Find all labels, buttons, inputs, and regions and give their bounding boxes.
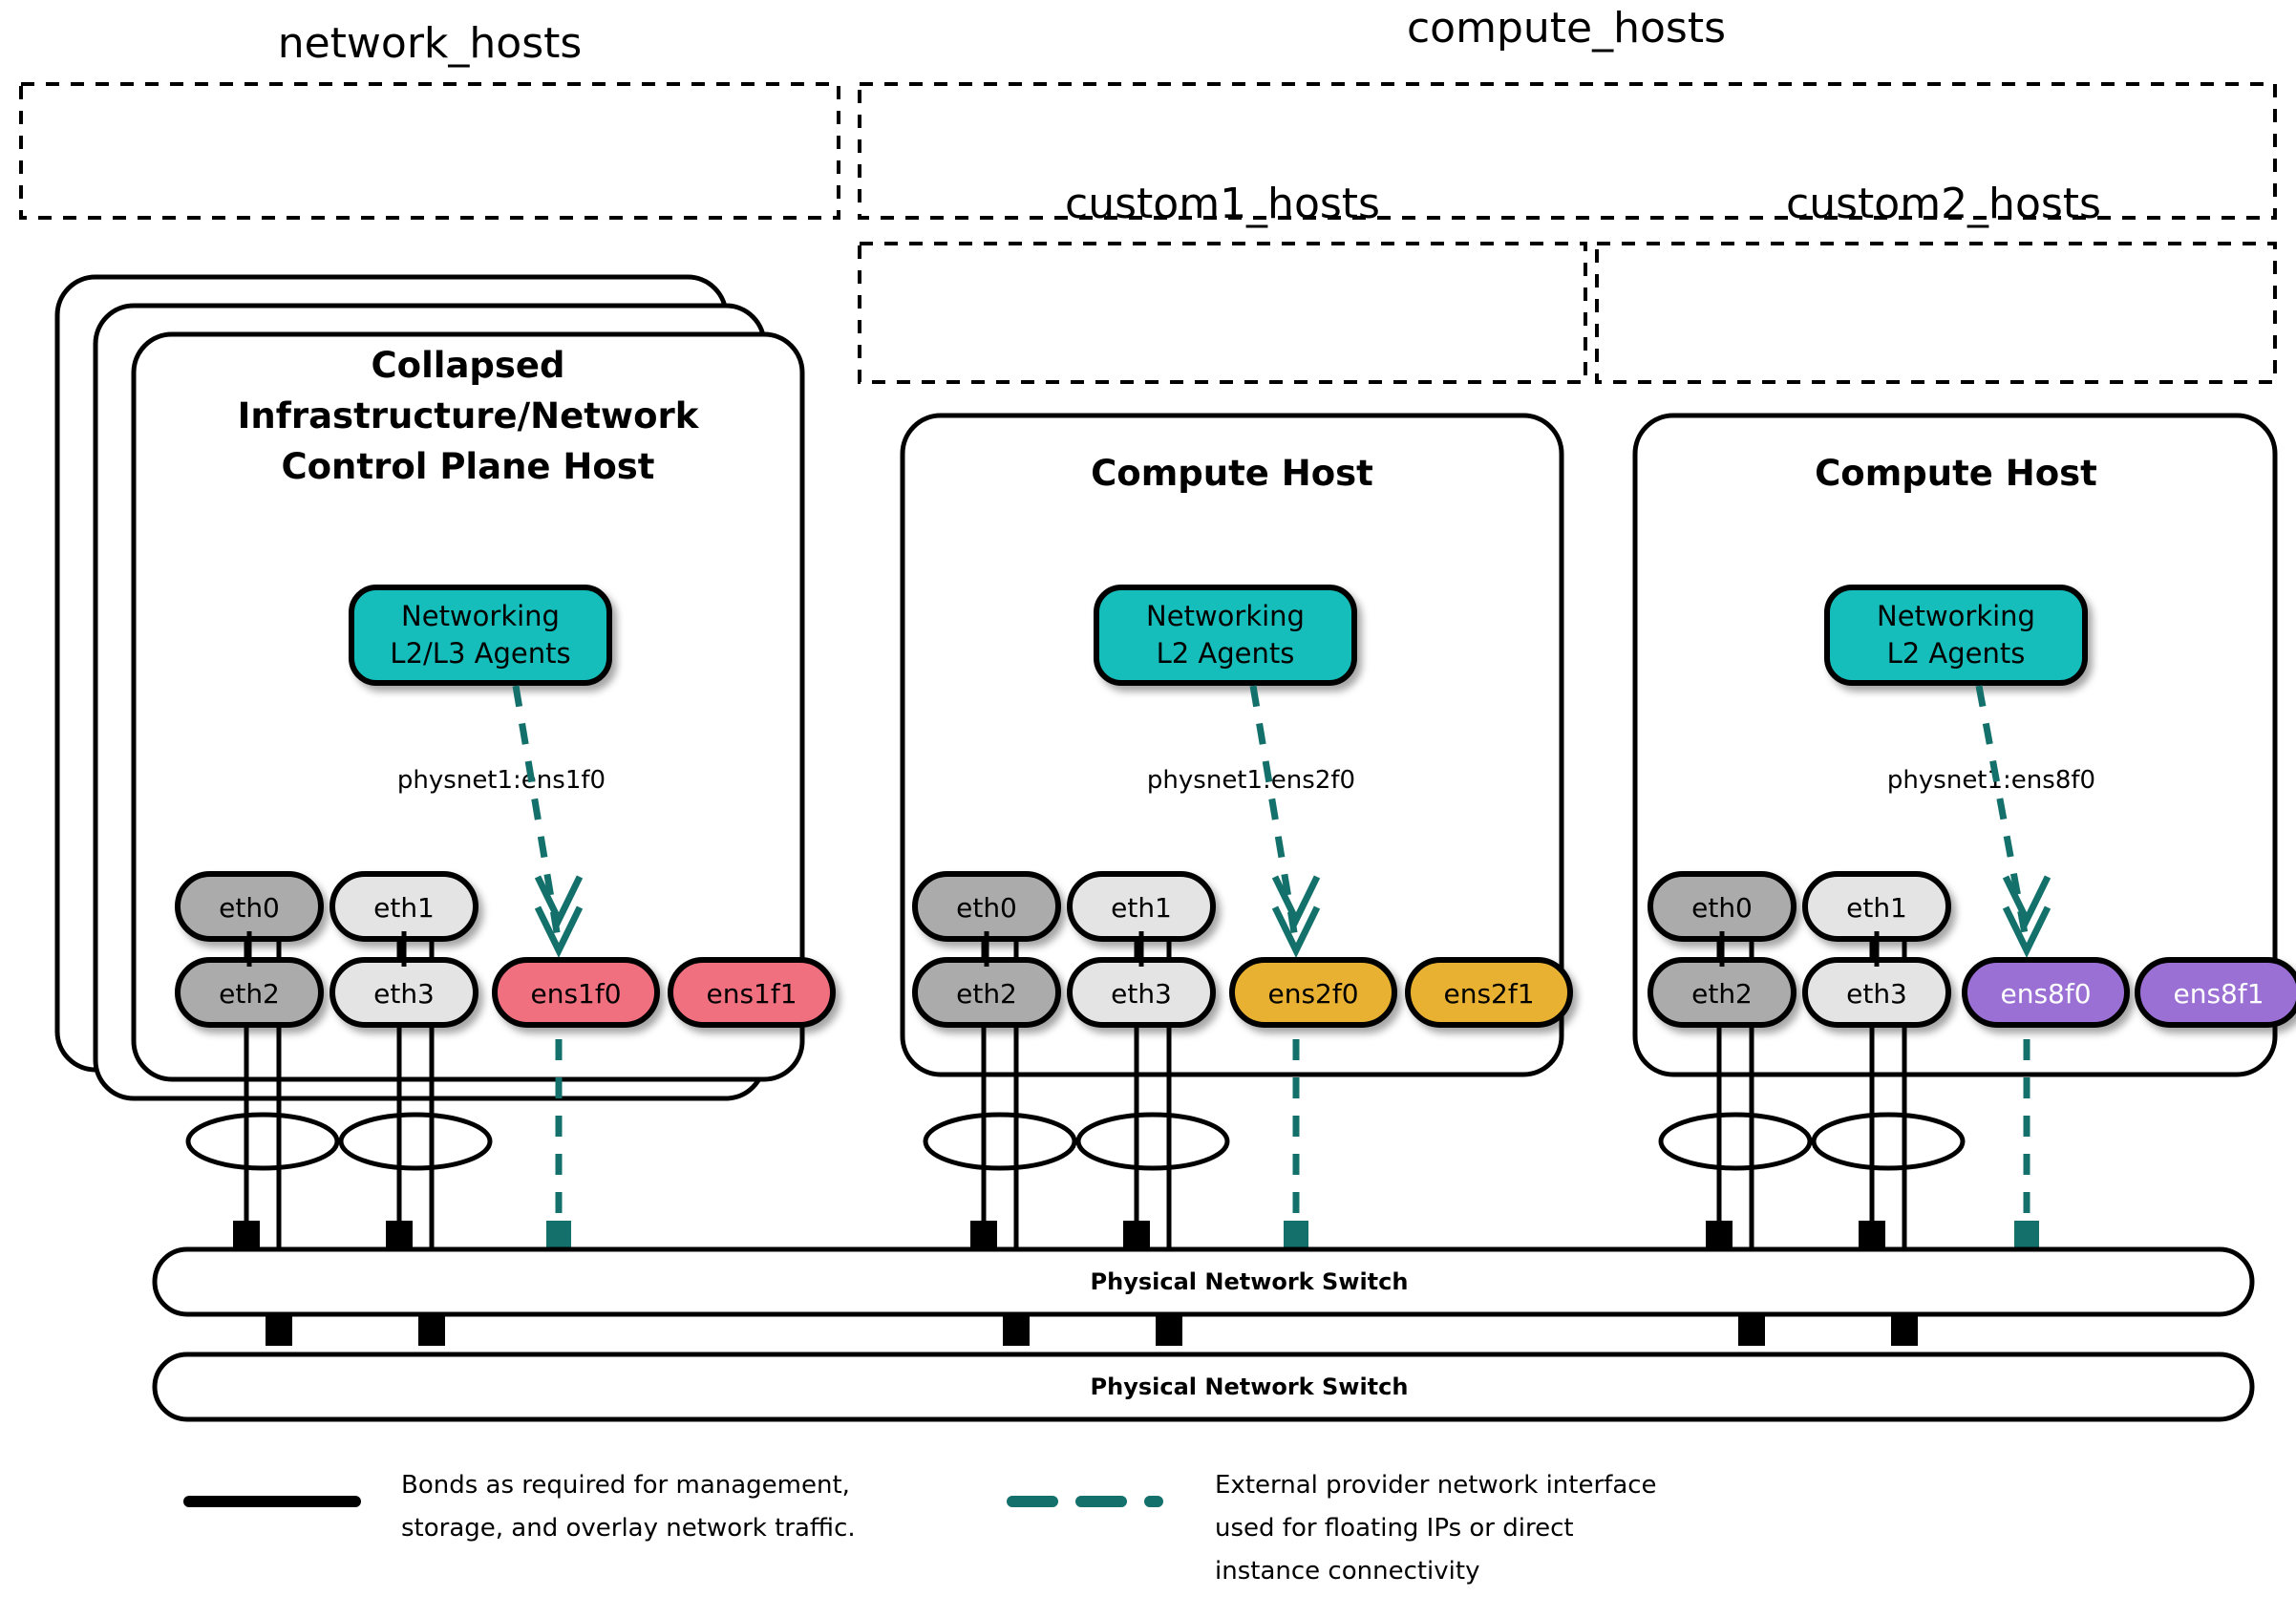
physical-network-switch-1[interactable]: Physical Network Switch xyxy=(152,1246,2255,1317)
agent-pill-compute-host-1[interactable] xyxy=(1094,585,1357,686)
nic-pill-h3-ens8f1[interactable] xyxy=(2135,957,2296,1028)
physnet-label-compute-host-1: physnet1:ens2f0 xyxy=(1147,766,1355,795)
agent-label-line-1: Networking xyxy=(401,600,560,632)
nic-label-h3-eth2: eth2 xyxy=(1691,978,1753,1010)
provider-arrowhead-1a xyxy=(534,905,584,958)
switch-label-2: Physical Network Switch xyxy=(1091,1373,1409,1400)
nic-label-h1-eth0: eth0 xyxy=(219,892,280,924)
group-box-custom2-hosts: custom2_hosts xyxy=(1595,180,2277,384)
group-box-compute-hosts: compute_hosts xyxy=(858,4,2277,220)
legend-bonds-line-1: Bonds as required for management, xyxy=(401,1471,850,1500)
agent-label-h3-line-2: L2 Agents xyxy=(1887,637,2026,670)
host-title-compute-host-2: Compute Host xyxy=(1815,453,2097,494)
group-label-network-hosts: network_hosts xyxy=(278,19,583,68)
switch-terminator-2b xyxy=(418,1313,445,1346)
agent-pill-compute-host-2[interactable] xyxy=(1824,585,2088,686)
nic-label-h2-eth3: eth3 xyxy=(1111,978,1172,1010)
bond-ellipse-3 xyxy=(923,1112,1077,1171)
switch-terminator-1b xyxy=(266,1313,292,1346)
nic-label-h2-eth0: eth0 xyxy=(956,892,1017,924)
group-label-custom2-hosts: custom2_hosts xyxy=(1786,180,2101,228)
nic-label-h1-eth1: eth1 xyxy=(373,892,435,924)
host-title-line-1: Collapsed xyxy=(372,345,565,386)
provider-link-dashed-3 xyxy=(1975,685,2030,945)
switch-terminator-6b xyxy=(1891,1313,1918,1346)
physical-network-switch-2[interactable]: Physical Network Switch xyxy=(152,1352,2255,1422)
nic-label-h1-ens1f0: ens1f0 xyxy=(530,978,621,1010)
nic-label-h2-eth1: eth1 xyxy=(1111,892,1172,924)
bond-ellipse-1 xyxy=(185,1112,340,1171)
bond-ellipse-4 xyxy=(1075,1112,1230,1171)
nic-pill-h2-ens2f1[interactable] xyxy=(1405,957,1573,1028)
physnet-label-control-plane-host: physnet1:ens1f0 xyxy=(397,766,606,795)
legend-external-line-2: used for floating IPs or direct xyxy=(1215,1514,1574,1543)
group-label-custom1-hosts: custom1_hosts xyxy=(1065,180,1380,228)
provider-link-dashed-2 xyxy=(1249,685,1300,945)
bond-ellipse-5 xyxy=(1658,1112,1813,1171)
switch-terminator-5b xyxy=(1738,1313,1765,1346)
switch-terminator-4b xyxy=(1156,1313,1182,1346)
bond-ellipse-6 xyxy=(1811,1112,1966,1171)
legend-external-line-1: External provider network interface xyxy=(1215,1471,1657,1500)
agent-label-h2-line-1: Networking xyxy=(1146,600,1305,632)
nic-label-h1-ens1f1: ens1f1 xyxy=(706,978,797,1010)
provider-arrowhead-2b xyxy=(1271,875,1321,927)
group-box-custom1-hosts: custom1_hosts xyxy=(858,180,1587,384)
provider-arrowhead-1b xyxy=(534,875,584,927)
nic-label-h2-ens2f1: ens2f1 xyxy=(1443,978,1534,1010)
agent-label-line-2: L2/L3 Agents xyxy=(390,637,570,670)
legend-external-line-3: instance connectivity xyxy=(1215,1557,1479,1586)
nic-label-h3-ens8f1: ens8f1 xyxy=(2173,978,2264,1010)
nic-label-h3-eth1: eth1 xyxy=(1846,892,1907,924)
nic-label-h3-eth3: eth3 xyxy=(1846,978,1907,1010)
provider-arrowhead-3a xyxy=(2002,905,2052,958)
nic-pill-h1-ens1f1[interactable] xyxy=(668,957,836,1028)
host-title-line-3: Control Plane Host xyxy=(281,446,654,487)
agent-label-h3-line-1: Networking xyxy=(1877,600,2035,632)
nic-label-h1-eth3: eth3 xyxy=(373,978,435,1010)
provider-arrowhead-3b xyxy=(2002,875,2052,927)
nic-label-h2-eth2: eth2 xyxy=(956,978,1017,1010)
nic-pill-h3-ens8f0[interactable] xyxy=(1962,957,2130,1028)
legend-bonds: Bonds as required for management, storag… xyxy=(183,1471,856,1543)
switch-terminator-3b xyxy=(1003,1313,1030,1346)
provider-arrowhead-2a xyxy=(1271,905,1321,958)
agent-label-h2-line-2: L2 Agents xyxy=(1157,637,1295,670)
nic-pill-h2-ens2f0[interactable] xyxy=(1229,957,1397,1028)
nic-label-h1-eth2: eth2 xyxy=(219,978,280,1010)
group-label-compute-hosts: compute_hosts xyxy=(1407,4,1726,53)
nic-label-h3-ens8f0: ens8f0 xyxy=(2000,978,2091,1010)
nic-label-h3-eth0: eth0 xyxy=(1691,892,1753,924)
switch-label-1: Physical Network Switch xyxy=(1091,1268,1409,1295)
legend-bonds-line-2: storage, and overlay network traffic. xyxy=(401,1514,856,1543)
provider-link-dashed-1 xyxy=(512,685,563,945)
host-title-compute-host-1: Compute Host xyxy=(1091,453,1373,494)
host-title-line-2: Infrastructure/Network xyxy=(238,395,700,437)
group-box-network-hosts: network_hosts xyxy=(19,19,840,220)
legend-external: External provider network interface used… xyxy=(1007,1471,1657,1586)
agent-pill-control-plane-host[interactable] xyxy=(349,585,612,686)
nic-pill-h1-ens1f0[interactable] xyxy=(492,957,660,1028)
nic-label-h2-ens2f0: ens2f0 xyxy=(1267,978,1358,1010)
bond-ellipse-2 xyxy=(338,1112,493,1171)
